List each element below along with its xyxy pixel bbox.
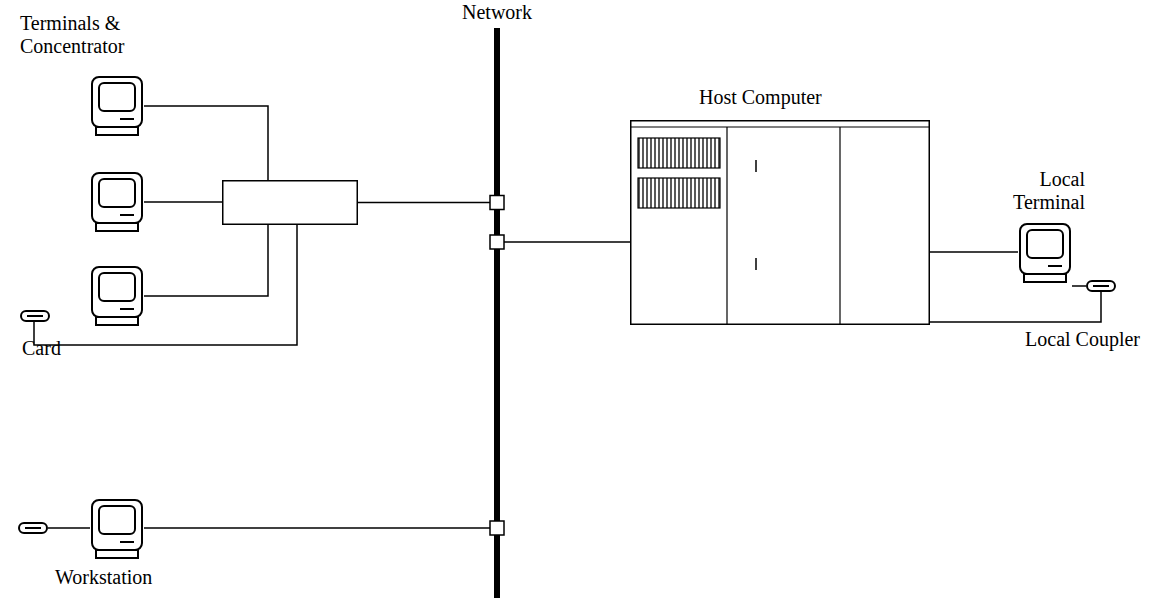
node-label: Network xyxy=(454,1,540,24)
network-bus xyxy=(494,28,500,598)
node-label: Local Terminal xyxy=(990,168,1085,214)
local-terminal: Local Terminal xyxy=(1018,222,1072,284)
node-label: Workstation xyxy=(55,566,152,589)
network-tap xyxy=(490,235,504,249)
node-label: Local Coupler xyxy=(1025,328,1140,351)
local-coupler: Local Coupler xyxy=(1086,280,1116,292)
network-tap xyxy=(490,196,504,210)
card-reader: Card xyxy=(20,310,50,322)
network-bus: Network xyxy=(494,28,500,598)
connector xyxy=(34,225,297,345)
node-label: Terminals & Concentrator xyxy=(20,12,148,58)
connector xyxy=(930,252,1018,253)
terminal-icon xyxy=(92,267,142,325)
monitor-outline xyxy=(90,498,144,560)
network-tap xyxy=(490,521,504,535)
terminal-icon xyxy=(92,77,142,135)
connector xyxy=(930,292,1101,322)
concentrator-box: Terminals & Concentrator xyxy=(222,180,358,225)
node-label: Card xyxy=(22,337,61,360)
card-outline xyxy=(1086,280,1116,292)
workstation: Workstation xyxy=(90,498,144,560)
terminal-icon xyxy=(92,173,142,231)
host-computer: Host Computer xyxy=(630,120,930,325)
connector xyxy=(358,196,504,210)
monitor-outline xyxy=(1018,222,1072,284)
card-icon xyxy=(19,523,47,533)
connector xyxy=(144,521,504,535)
node-label: Host Computer xyxy=(699,86,822,109)
terminal-wires xyxy=(48,106,1086,528)
concentrator-outline xyxy=(222,180,358,225)
host-outline xyxy=(630,120,930,325)
connector xyxy=(490,235,630,249)
card-outline xyxy=(20,310,50,322)
